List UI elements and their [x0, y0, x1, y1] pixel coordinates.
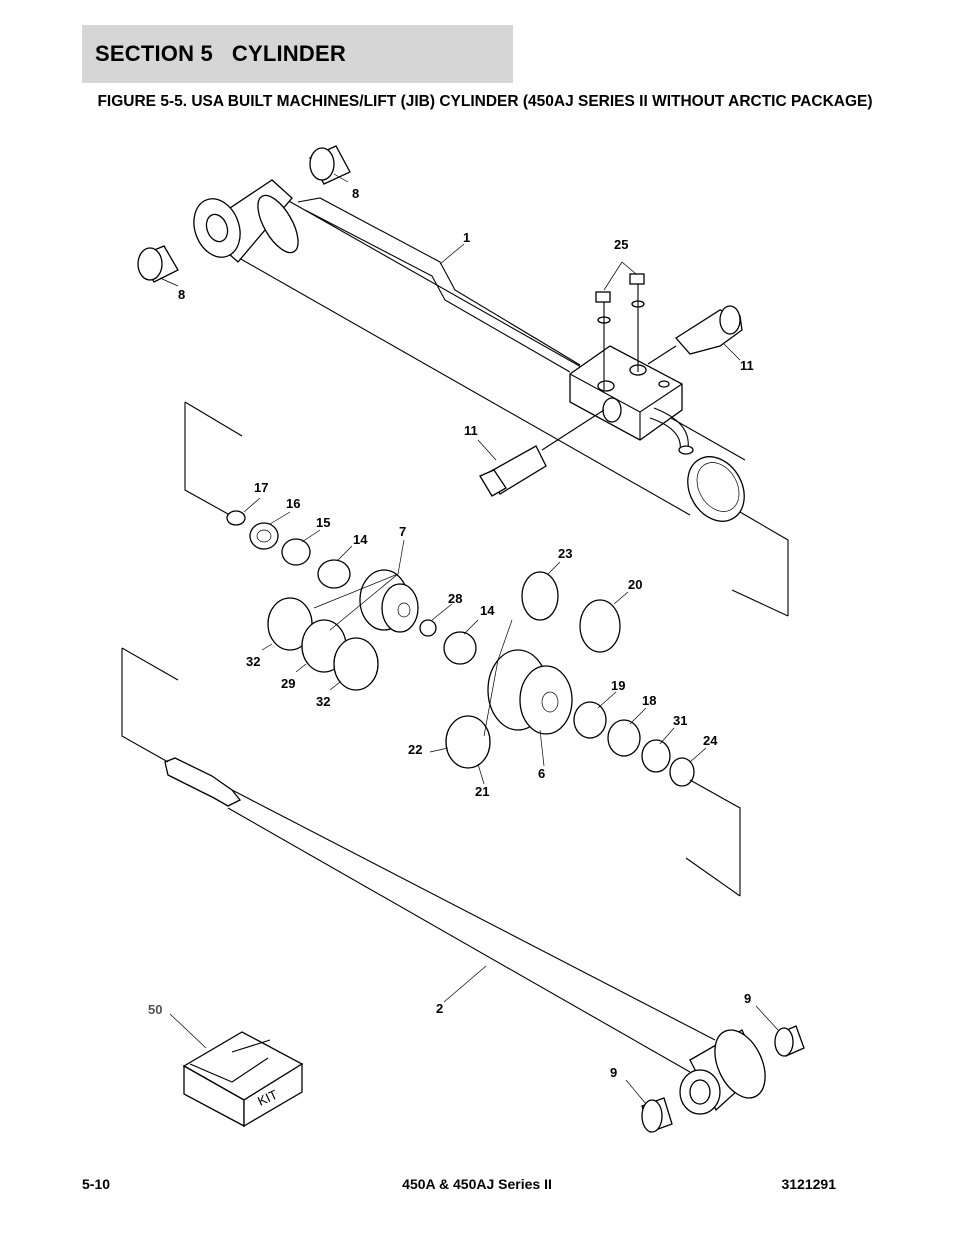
section-header-bar: [82, 25, 513, 83]
callout-label: 16: [286, 496, 300, 511]
callout-label: 18: [642, 693, 656, 708]
callout-label: 8: [178, 287, 185, 302]
bushing-part: [137, 145, 805, 1133]
kit-box-icon: KIT: [182, 1031, 304, 1128]
callout-label: 8: [352, 186, 359, 201]
callout-label: 23: [558, 546, 572, 561]
leader-lines: [159, 173, 779, 1105]
cylinder-rod-part: [164, 757, 766, 1115]
callout-label: 15: [316, 515, 330, 530]
callout-label: 19: [611, 678, 625, 693]
callout-label: 14: [480, 603, 495, 618]
callout-label: 2: [436, 1001, 443, 1016]
callout-labels: 1 2 6 7 8 8 9 9 11 11 14 14 15 16 17 18 …: [148, 186, 754, 1080]
callout-label: 11: [740, 358, 754, 373]
callout-label: 17: [254, 480, 268, 495]
callout-label: 31: [673, 713, 687, 728]
callout-label: 21: [475, 784, 489, 799]
callout-label: 32: [316, 694, 330, 709]
callout-label: 22: [408, 742, 422, 757]
page-number: 5-10: [82, 1176, 111, 1192]
callout-label: 7: [399, 524, 406, 539]
callout-label: 1: [463, 230, 470, 245]
figure-title: FIGURE 5-5. USA BUILT MACHINES/LIFT (JIB…: [97, 93, 873, 110]
section-title: SECTION 5 CYLINDER: [95, 41, 346, 66]
piston-assembly-part: [226, 510, 695, 787]
document-number: 3121291: [781, 1176, 836, 1192]
callout-label: 11: [464, 423, 478, 438]
callout-label: 50: [148, 1002, 162, 1017]
valve-cartridge-part: [479, 273, 743, 497]
callout-label: 28: [448, 591, 462, 606]
callout-label: 20: [628, 577, 642, 592]
callout-label: 9: [610, 1065, 617, 1080]
assembly-phantom-lines: [121, 401, 789, 897]
callout-label: 9: [744, 991, 751, 1006]
callout-label: 24: [703, 733, 718, 748]
callout-label: 32: [246, 654, 260, 669]
callout-label: 6: [538, 766, 545, 781]
cylinder-barrel-part: [193, 179, 746, 522]
callout-label: 29: [281, 676, 295, 691]
callout-label: 14: [353, 532, 368, 547]
callout-label: 25: [614, 237, 628, 252]
model-name: 450A & 450AJ Series II: [402, 1176, 552, 1192]
